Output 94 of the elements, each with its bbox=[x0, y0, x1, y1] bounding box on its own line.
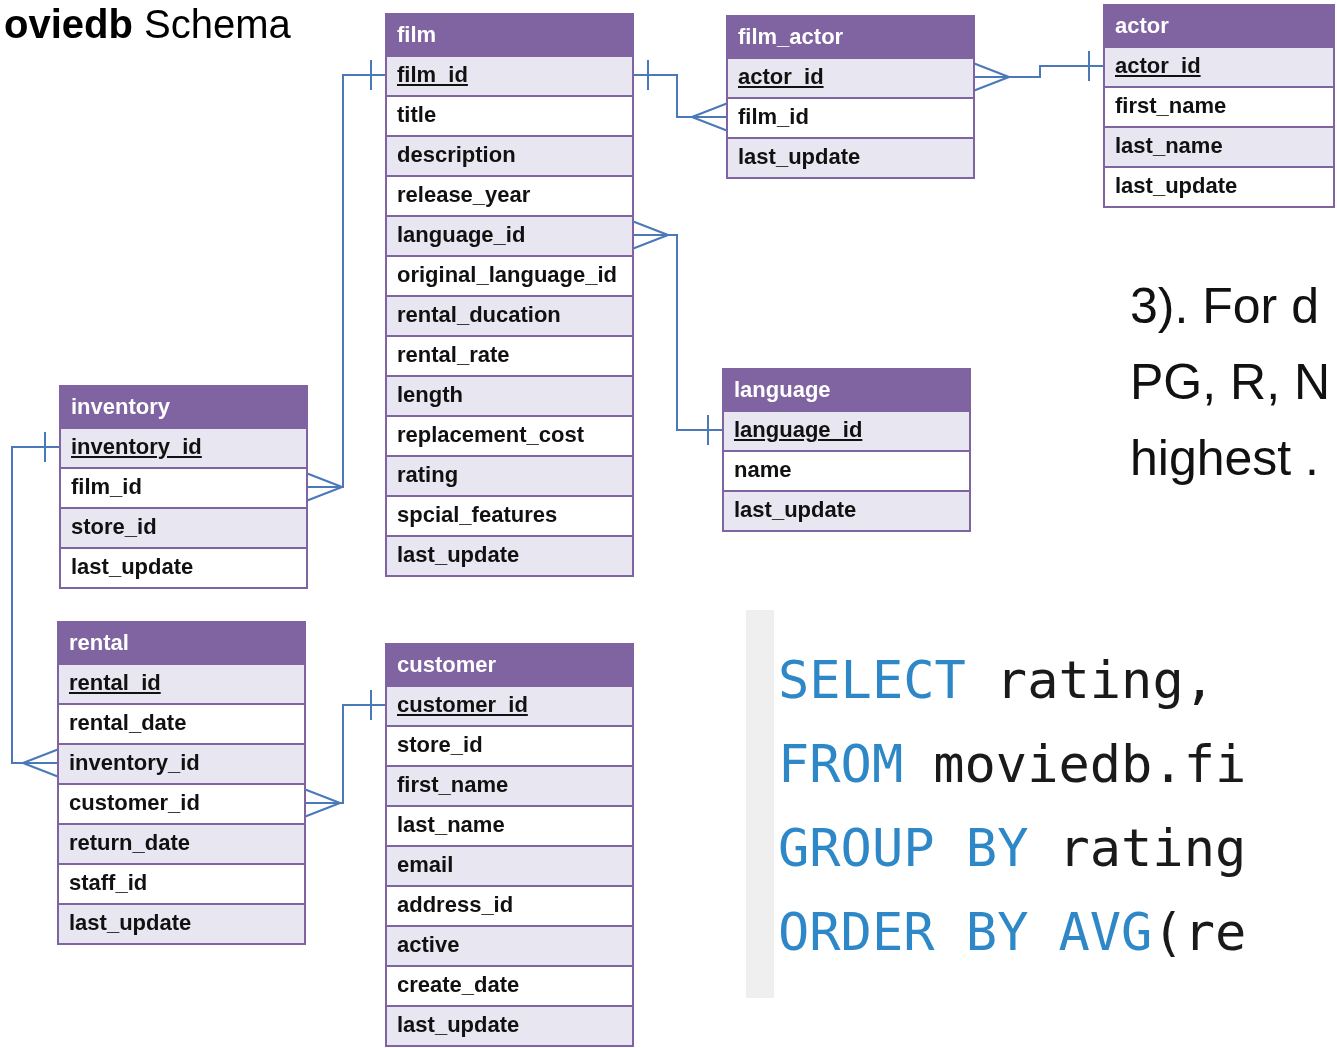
field-row bbox=[728, 57, 973, 97]
field-name: replacement_cost bbox=[397, 422, 585, 447]
field-name: last_update bbox=[397, 1012, 520, 1037]
sql-text: (re bbox=[1152, 901, 1247, 964]
entity-table bbox=[722, 368, 971, 532]
table-header: film_actor bbox=[728, 17, 973, 57]
question-text: PG, R, N bbox=[1130, 353, 1331, 412]
field-name: rental_date bbox=[69, 710, 187, 735]
table-header: film bbox=[387, 15, 632, 55]
question-text: 3). For d bbox=[1130, 277, 1320, 336]
diagram-title: oviedb Schema bbox=[4, 2, 291, 47]
sql-keyword: AVG bbox=[1058, 901, 1153, 964]
field-name: first_name bbox=[1115, 93, 1227, 118]
field-row bbox=[387, 215, 632, 255]
field-row bbox=[61, 427, 306, 467]
field-name: title bbox=[397, 102, 437, 127]
primary-key-name: customer_id bbox=[397, 692, 528, 717]
field-row bbox=[1105, 126, 1333, 166]
table-header: actor bbox=[1105, 6, 1333, 46]
field-name: last_update bbox=[397, 542, 520, 567]
field-name: rental_ducation bbox=[397, 302, 561, 327]
field-name: name bbox=[734, 457, 792, 482]
field-name: return_date bbox=[69, 830, 191, 855]
field-name: customer_id bbox=[69, 790, 200, 815]
table-header: language bbox=[724, 370, 969, 410]
field-name: last_name bbox=[397, 812, 505, 837]
sql-keyword: ORDER BY bbox=[778, 901, 1029, 964]
table-header: rental bbox=[59, 623, 304, 663]
field-name: film_id bbox=[738, 104, 809, 129]
field-name: last_update bbox=[69, 910, 192, 935]
field-name: spcial_features bbox=[397, 502, 558, 527]
entity-table bbox=[385, 643, 634, 1047]
field-name: rental_rate bbox=[397, 342, 510, 367]
sql-keyword: GROUP BY bbox=[778, 817, 1029, 880]
field-name: film_id bbox=[71, 474, 142, 499]
sql-text: rating bbox=[1058, 817, 1247, 880]
field-name: last_name bbox=[1115, 133, 1223, 158]
field-row bbox=[61, 507, 306, 547]
sql-text: rating, bbox=[995, 649, 1215, 712]
field-row bbox=[387, 685, 632, 725]
primary-key-name: language_id bbox=[734, 417, 863, 442]
field-row bbox=[387, 845, 632, 885]
field-name: store_id bbox=[71, 514, 157, 539]
field-row bbox=[387, 535, 632, 575]
field-row bbox=[387, 925, 632, 965]
primary-key-name: rental_id bbox=[69, 670, 161, 695]
primary-key-name: actor_id bbox=[738, 64, 824, 89]
field-row bbox=[724, 490, 969, 530]
primary-key-name: inventory_id bbox=[71, 434, 202, 459]
primary-key-name: actor_id bbox=[1115, 53, 1201, 78]
sql-keyword: SELECT bbox=[778, 649, 966, 712]
field-name: rating bbox=[397, 462, 459, 487]
field-name: release_year bbox=[397, 182, 531, 207]
field-name: inventory_id bbox=[69, 750, 200, 775]
field-name: last_update bbox=[734, 497, 857, 522]
field-row bbox=[724, 410, 969, 450]
field-row bbox=[387, 55, 632, 95]
field-row bbox=[387, 455, 632, 495]
field-row bbox=[387, 295, 632, 335]
field-name: create_date bbox=[397, 972, 520, 997]
field-row bbox=[387, 135, 632, 175]
field-row bbox=[59, 743, 304, 783]
field-name: description bbox=[397, 142, 516, 167]
field-row bbox=[59, 903, 304, 943]
entity-table bbox=[726, 15, 975, 179]
primary-key-name: film_id bbox=[397, 62, 468, 87]
field-name: length bbox=[397, 382, 463, 407]
entity-table bbox=[57, 621, 306, 945]
field-name: original_language_id bbox=[397, 262, 618, 287]
field-row bbox=[387, 765, 632, 805]
field-name: staff_id bbox=[69, 870, 148, 895]
entity-table bbox=[385, 13, 634, 577]
field-name: store_id bbox=[397, 732, 483, 757]
field-name: address_id bbox=[397, 892, 514, 917]
field-row bbox=[387, 1005, 632, 1045]
field-row bbox=[387, 375, 632, 415]
entity-table bbox=[59, 385, 308, 589]
field-name: active bbox=[397, 932, 460, 957]
question-text: highest . bbox=[1130, 429, 1320, 488]
field-row bbox=[59, 663, 304, 703]
field-row bbox=[1105, 46, 1333, 86]
table-header: customer bbox=[387, 645, 632, 685]
field-name: language_id bbox=[397, 222, 526, 247]
sql-keyword: FROM bbox=[778, 733, 904, 796]
table-header: inventory bbox=[61, 387, 306, 427]
field-name: last_update bbox=[738, 144, 861, 169]
field-name: last_update bbox=[1115, 173, 1238, 198]
entity-table bbox=[1103, 4, 1335, 208]
field-name: first_name bbox=[397, 772, 509, 797]
field-row bbox=[59, 823, 304, 863]
field-row bbox=[728, 137, 973, 177]
field-name: last_update bbox=[71, 554, 194, 579]
field-name: email bbox=[397, 852, 454, 877]
sql-text: moviedb.fi bbox=[933, 733, 1247, 796]
